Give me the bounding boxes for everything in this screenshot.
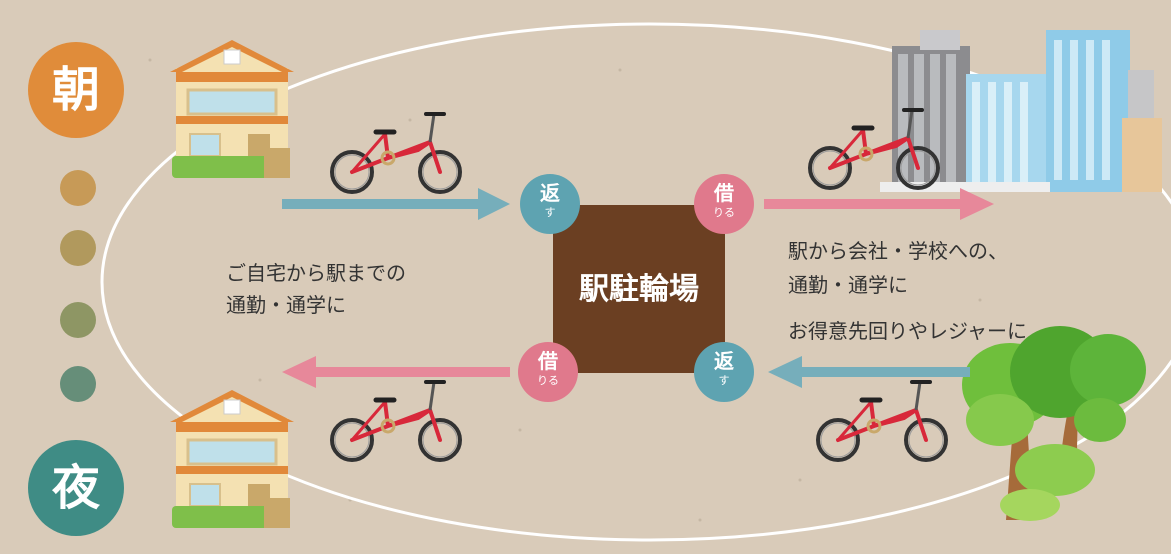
left-caption-line: 通勤・通学に xyxy=(226,293,346,317)
arrow-station-to-office xyxy=(764,188,994,220)
timeline-dot xyxy=(60,302,96,338)
arrow-park-to-station xyxy=(768,356,970,388)
right-caption-line: 通勤・通学に xyxy=(788,273,908,297)
rent-badge-sub: りる xyxy=(537,374,559,387)
left-caption-line: ご自宅から駅までの xyxy=(226,261,406,285)
rent-badge-main: 借 xyxy=(538,349,558,373)
return-badge-sub: す xyxy=(718,374,730,387)
arrow-station-to-home xyxy=(282,356,510,388)
center-label: 駅駐輪場 xyxy=(579,272,699,307)
trees-icon xyxy=(962,326,1146,521)
night-label: 夜 xyxy=(51,460,100,516)
night-circle xyxy=(28,440,124,536)
morning-circle xyxy=(28,42,124,138)
right-caption-line: お得意先回りやレジャーに xyxy=(788,319,1027,343)
rent-badge-sub: りる xyxy=(713,206,735,219)
rent-badge-main: 借 xyxy=(714,181,734,205)
timeline-dot xyxy=(60,230,96,266)
timeline-dot xyxy=(60,366,96,402)
rent-badge xyxy=(518,342,578,402)
return-badge xyxy=(694,342,754,402)
return-badge-main: 返 xyxy=(714,349,734,373)
office-buildings-icon xyxy=(880,30,1162,192)
arrow-home-to-station xyxy=(282,188,510,220)
right-caption-line: 駅から会社・学校への、 xyxy=(788,239,1008,263)
timeline-dot xyxy=(60,170,96,206)
return-badge-main: 返 xyxy=(540,181,560,205)
rent-badge xyxy=(694,174,754,234)
return-badge-sub: す xyxy=(544,206,556,219)
morning-label: 朝 xyxy=(51,62,100,118)
return-badge xyxy=(520,174,580,234)
station-parking-box xyxy=(553,205,725,373)
